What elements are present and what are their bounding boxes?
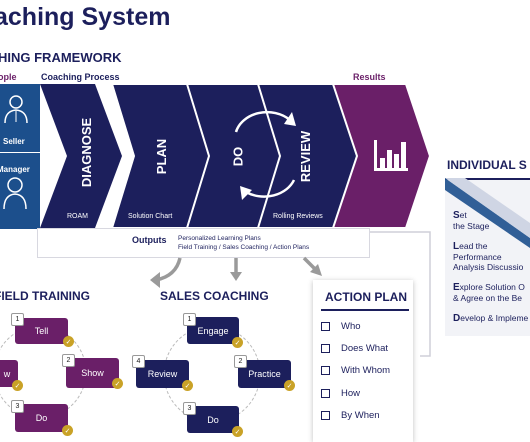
check-icon: ✓ [112, 378, 123, 389]
cycle-arrowhead-top [284, 112, 296, 126]
check-icon: ✓ [232, 337, 243, 348]
bar-chart-icon [374, 140, 408, 171]
manager-icon [3, 177, 27, 210]
do-label: DO [230, 146, 246, 166]
sales-coaching-title: SALES COACHING [160, 289, 269, 303]
chevron-diagnose [40, 84, 122, 228]
sales-step-num-3: 3 [183, 402, 196, 415]
arrow-to-field-training [155, 257, 182, 282]
check-icon: ✓ [232, 426, 243, 437]
outputs-label: Outputs [132, 235, 167, 245]
individual-item-lead: Lead the Performance Analysis Discussio [453, 241, 524, 272]
action-plan-rule [321, 309, 409, 311]
action-item-does-what: Does What [321, 343, 388, 354]
outputs-line1: Personalized Learning Plans [178, 235, 261, 242]
field-training-title: FIELD TRAINING [0, 289, 90, 303]
chevron-results [331, 84, 432, 229]
checkbox-icon [321, 344, 330, 353]
action-item-with-whom: With Whom [321, 365, 390, 376]
manager-label: Manager [0, 165, 30, 174]
individual-item-develop: Develop & Impleme [453, 313, 529, 324]
action-item-by-when: By When [321, 410, 380, 421]
action-plan-title: ACTION PLAN [325, 290, 407, 304]
sales-step-num-2: 2 [234, 355, 247, 368]
coaching-process-diagram [40, 84, 432, 229]
outputs-box: Outputs Personalized Learning Plans Fiel… [37, 228, 370, 258]
review-label: REVIEW [298, 130, 314, 182]
plan-label: PLAN [154, 138, 170, 174]
diagnose-label: DIAGNOSE [79, 117, 95, 187]
outputs-line2: Field Training / Sales Coaching / Action… [178, 244, 310, 251]
sales-step-do: Do [187, 406, 239, 433]
item-letter: E [453, 282, 460, 293]
item-letter: S [453, 210, 460, 221]
field-step-num-3: 3 [11, 400, 24, 413]
people-panel: Seller Manager [0, 84, 40, 229]
item-letter: L [453, 241, 460, 252]
people-header: ople [0, 72, 17, 82]
check-icon: ✓ [182, 380, 193, 391]
individual-item-set: Set the Stage [453, 210, 490, 231]
individual-item-explore: Explore Solution O & Agree on the Be [453, 282, 525, 303]
review-sub: Rolling Reviews [273, 213, 323, 220]
action-plan-card: ACTION PLAN Who Does What With Whom How … [313, 280, 413, 442]
checkbox-icon [321, 322, 330, 331]
cycle-arrow-bottom [245, 179, 296, 198]
checkbox-icon [321, 389, 330, 398]
diagnose-sub: ROAM [67, 213, 88, 220]
framework-subtitle: HING FRAMEWORK [0, 50, 122, 65]
check-icon: ✓ [284, 380, 295, 391]
page-title: aching System [0, 3, 171, 31]
plan-sub: Solution Chart [128, 213, 173, 220]
cycle-arrowhead-bottom [240, 186, 252, 200]
results-header: Results [353, 72, 386, 82]
arrowhead-action-plan [310, 264, 322, 276]
check-icon: ✓ [63, 336, 74, 347]
action-item-how: How [321, 388, 360, 399]
sales-step-num-1: 1 [183, 313, 196, 326]
individual-title: INDIVIDUAL S [447, 158, 527, 172]
individual-funnel-shape [445, 178, 530, 248]
arrowhead-sales-coaching [230, 272, 242, 281]
item-letter: D [453, 313, 461, 324]
check-icon: ✓ [62, 425, 73, 436]
people-divider [0, 152, 40, 153]
arrowhead-field-training [150, 272, 160, 288]
sales-step-num-4: 4 [132, 355, 145, 368]
checkbox-icon [321, 411, 330, 420]
arrow-to-action-plan [302, 256, 318, 272]
cycle-arrow-top [234, 110, 291, 133]
process-header: Coaching Process [41, 72, 120, 82]
field-step-num-2: 2 [62, 354, 75, 367]
check-icon: ✓ [12, 380, 23, 391]
field-step-num-1: 1 [11, 313, 24, 326]
action-item-who: Who [321, 321, 361, 332]
seller-label: Seller [3, 137, 25, 146]
seller-icon [4, 95, 28, 124]
checkbox-icon [321, 366, 330, 375]
